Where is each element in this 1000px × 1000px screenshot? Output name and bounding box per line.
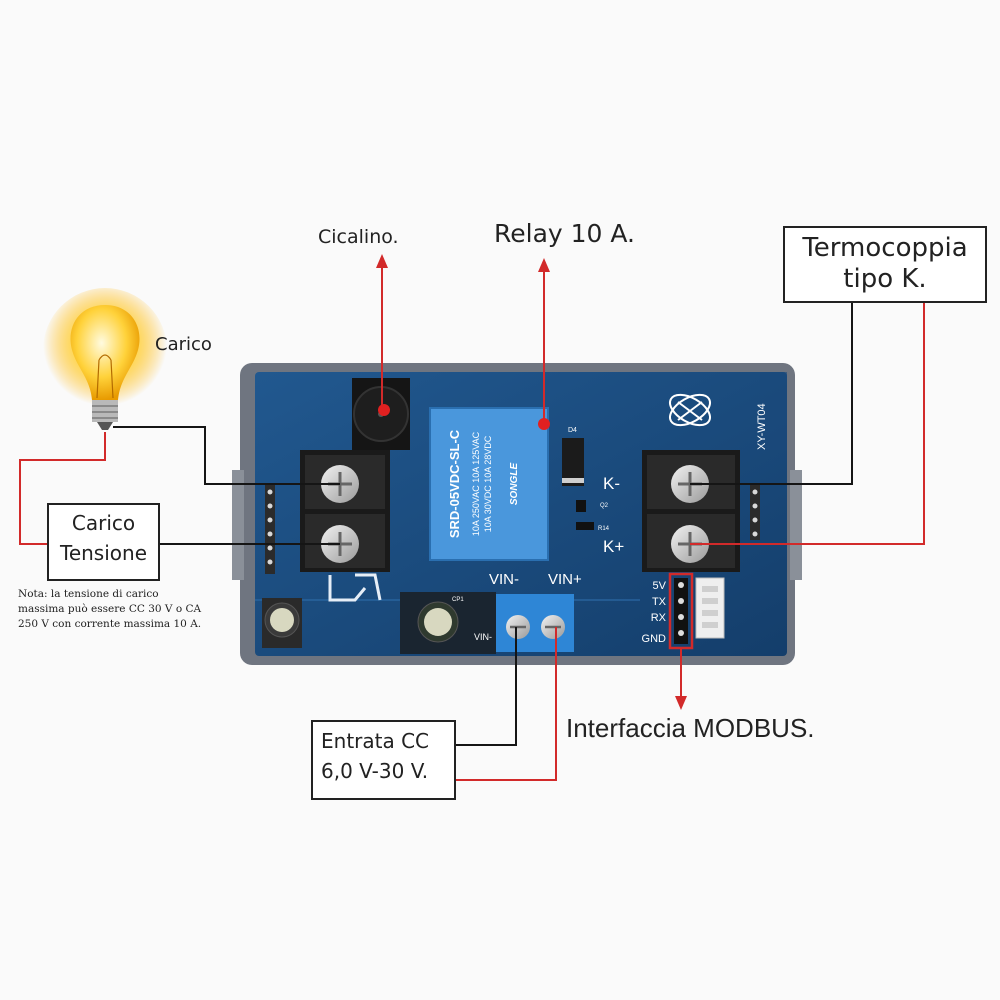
wire-load-red <box>19 432 106 545</box>
pointer-arrows <box>376 254 687 710</box>
vin-minus-small-label: VIN- <box>474 632 492 642</box>
relay-brand: SONGLE <box>509 463 520 506</box>
wire-load-black <box>113 426 340 485</box>
screw-terminal-icon <box>300 450 390 572</box>
model-label: XY-WT04 <box>756 403 768 450</box>
vin-plus-label: VIN+ <box>548 571 582 588</box>
pin-tx-label: TX <box>652 596 667 608</box>
note-line-2: massima può essere CC 30 V o CA <box>18 603 202 615</box>
load-voltage-line2: Tensione <box>60 541 147 565</box>
load-label: Carico <box>155 334 212 355</box>
dc-input-line1: Entrata CC <box>321 729 430 753</box>
load-note: Nota: la tensione di carico massima può … <box>18 587 201 632</box>
k-plus-label: K+ <box>603 537 624 556</box>
relay-rating-1: 10A 250VAC 10A 125VAC <box>471 431 481 536</box>
r14-label: R14 <box>598 526 610 532</box>
vin-minus-label: VIN- <box>489 571 519 588</box>
thermocouple-label-box: Termocoppia tipo K. <box>783 226 987 303</box>
wire-vin-minus <box>456 627 517 746</box>
screw-terminal-icon <box>642 450 740 572</box>
light-bulb-icon <box>43 288 167 430</box>
pin-5v-label: 5V <box>653 580 667 592</box>
left-pin-header <box>265 484 275 574</box>
note-line-3: 250 V con corrente massima 10 A. <box>18 618 202 630</box>
k-minus-label: K- <box>603 474 620 493</box>
dc-input-line2: 6,0 V-30 V. <box>321 759 429 783</box>
capacitor-center: CP1 <box>400 592 496 654</box>
load-voltage-label-box: Carico Tensione <box>47 503 160 581</box>
load-voltage-line1: Carico <box>71 511 136 535</box>
pin-gnd-label: GND <box>642 633 667 645</box>
note-line-1: Nota: la tensione di carico <box>18 588 159 600</box>
wire-vin-plus <box>456 627 557 781</box>
modbus-label: Interfaccia MODBUS. <box>566 713 815 743</box>
wires <box>19 302 925 781</box>
wire-tc-minus <box>690 302 853 485</box>
relay-icon: SRD-05VDC-SL-C 10A 250VAC 10A 125VAC 10A… <box>429 407 549 561</box>
right-pin-header <box>750 484 760 540</box>
smd-parts: Q2 R14 <box>576 500 610 532</box>
wire-tc-plus <box>690 302 925 545</box>
logo-icon <box>669 393 711 427</box>
power-terminal-block: VIN- <box>474 594 574 652</box>
jst-connector <box>695 577 725 639</box>
buzzer-label: Cicalino. <box>318 226 399 248</box>
capacitor-left <box>262 598 302 648</box>
cp1-label: CP1 <box>452 597 464 603</box>
relay-label: Relay 10 A. <box>494 219 636 248</box>
thermocouple-label-line1: Termocoppia <box>802 233 968 263</box>
relay-rating-2: 10A 30VDC 10A 28VDC <box>483 435 493 532</box>
q2-label: Q2 <box>600 503 609 509</box>
diode-d4: D4 <box>562 427 584 486</box>
dc-input-label-box: Entrata CC 6,0 V-30 V. <box>311 720 456 800</box>
pin-rx-label: RX <box>651 612 667 624</box>
relay-model: SRD-05VDC-SL-C <box>447 429 462 538</box>
d4-label: D4 <box>568 427 577 434</box>
thermocouple-label-line2: tipo K. <box>843 264 927 294</box>
